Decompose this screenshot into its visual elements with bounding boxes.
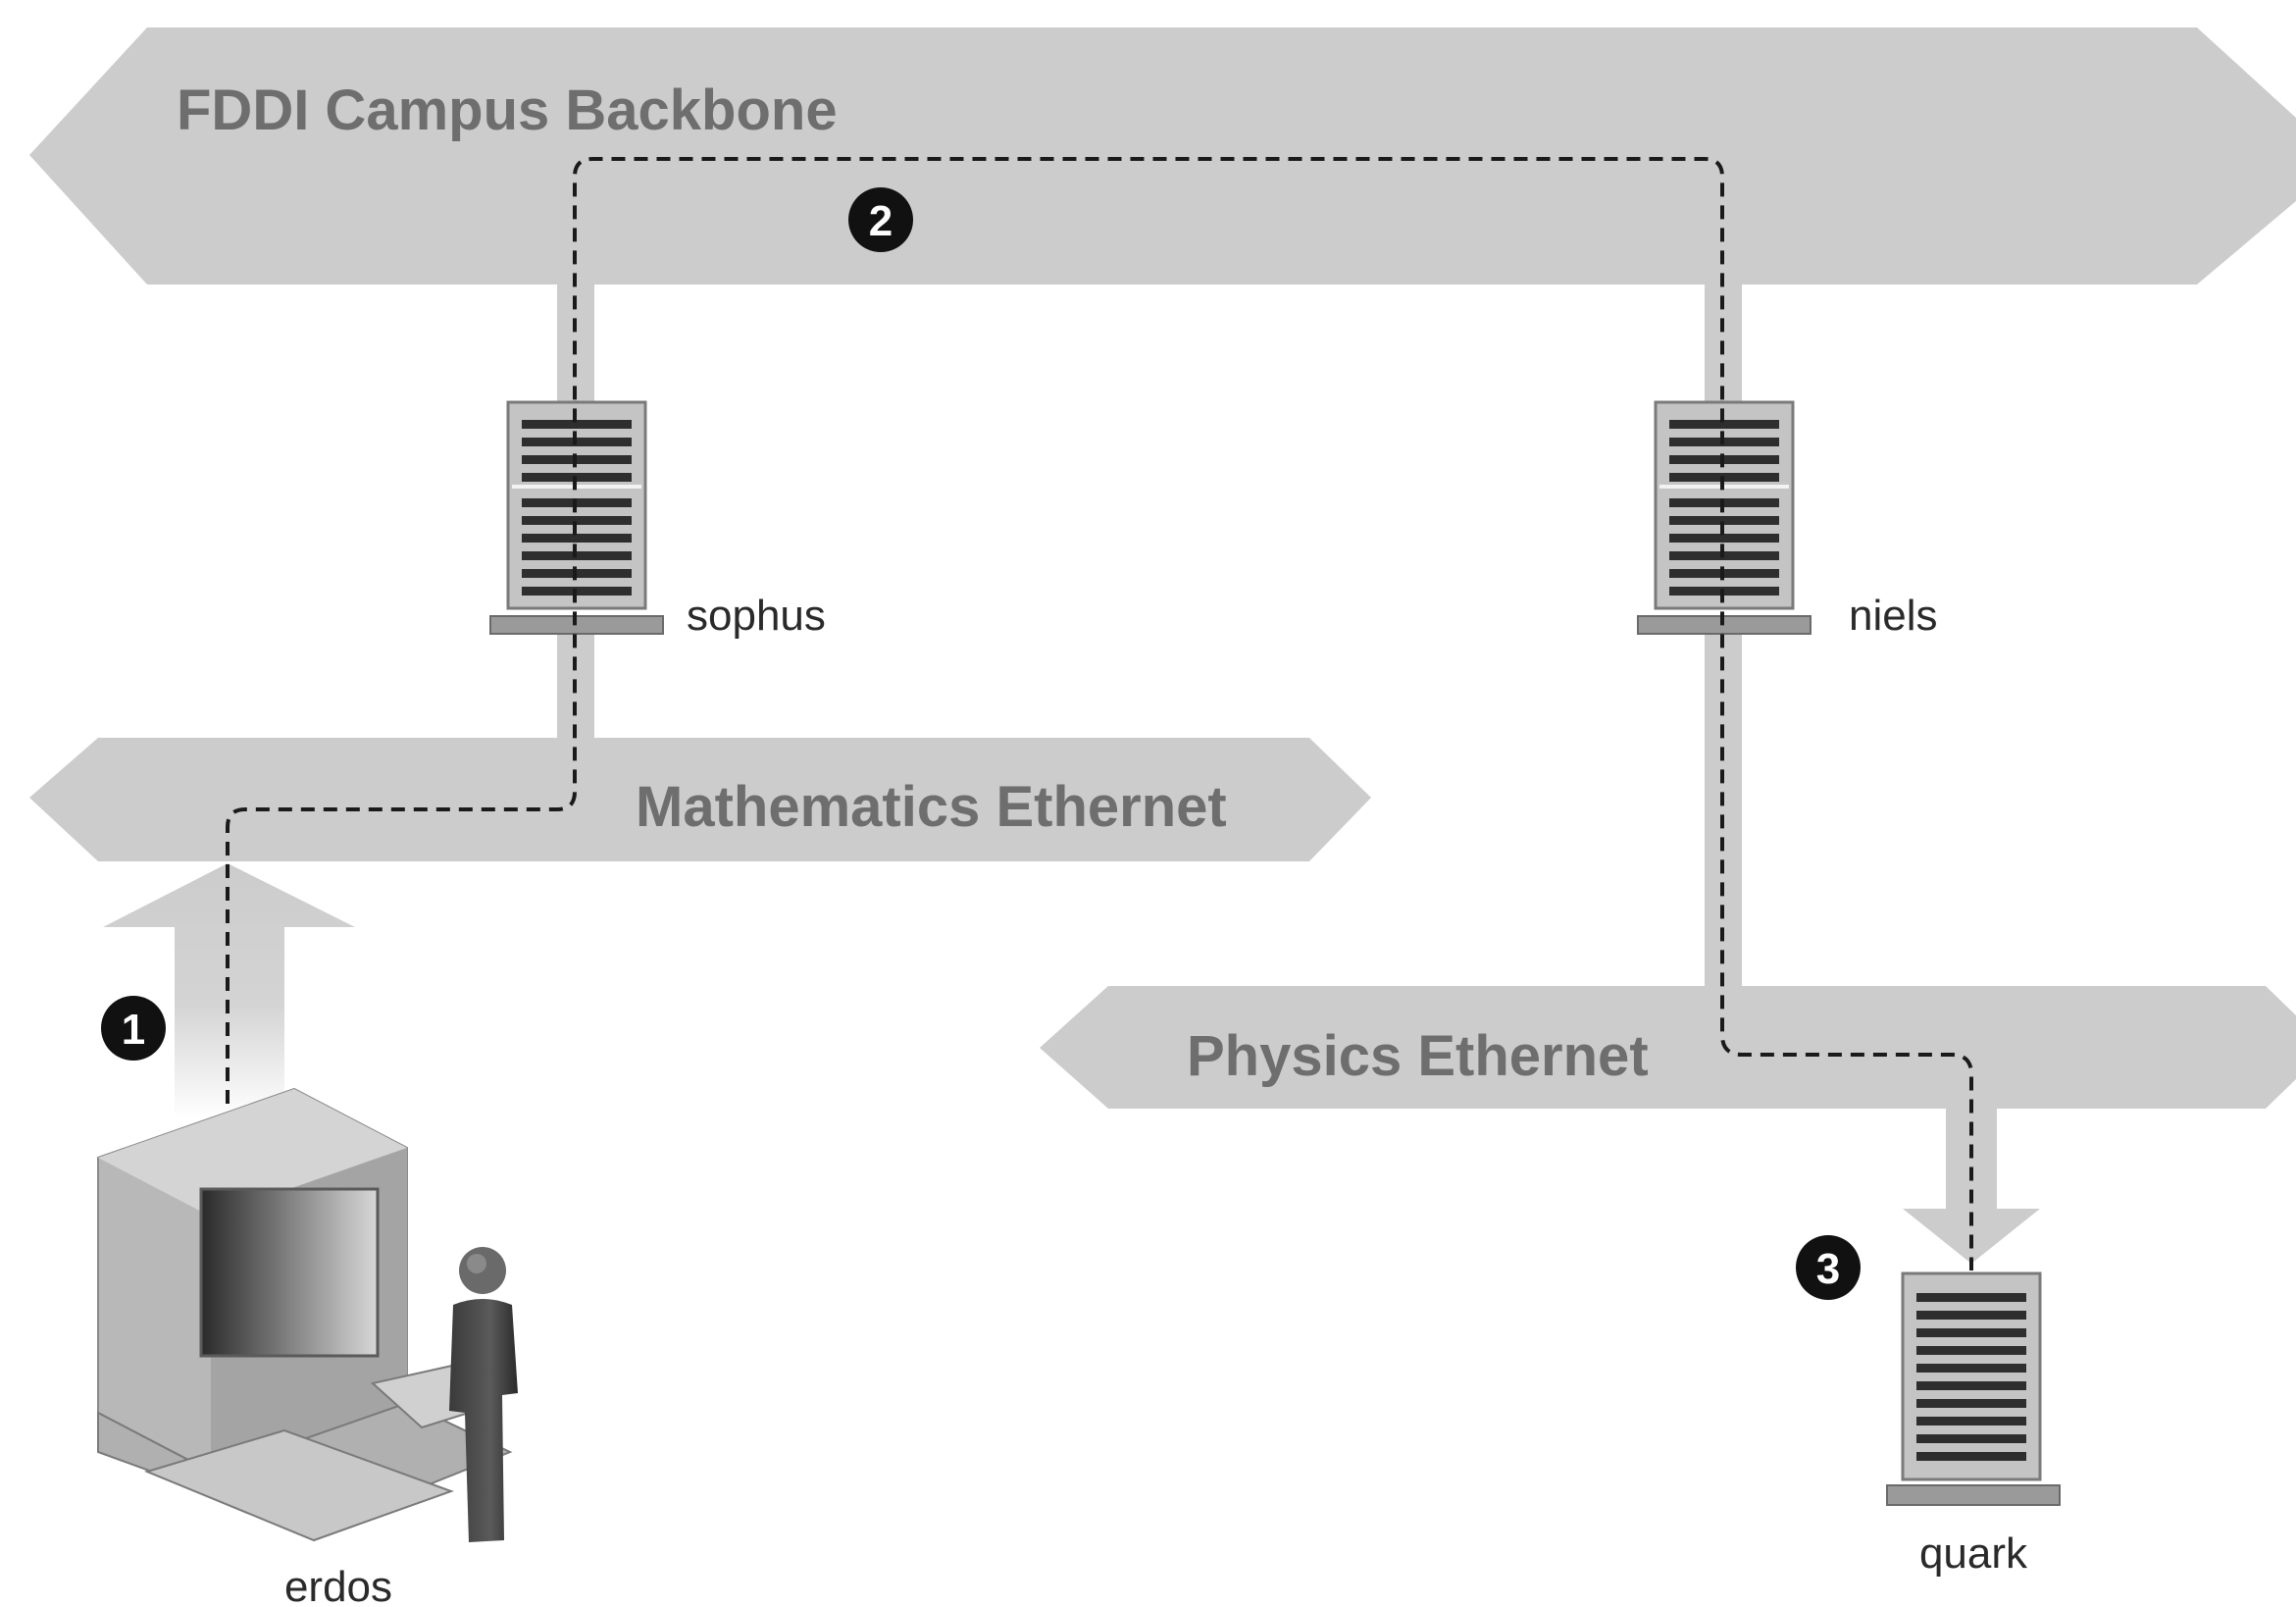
- quark-inbound-arrow: [1903, 1107, 2040, 1264]
- computer-workstation-icon: [97, 1087, 513, 1542]
- step-badge-3: 3: [1796, 1235, 1861, 1300]
- svg-text:2: 2: [869, 197, 893, 245]
- step-badge-2: 2: [848, 187, 913, 252]
- sophus-label: sophus: [687, 592, 826, 640]
- erdos-label: erdos: [284, 1563, 392, 1607]
- server-tower-icon: [1886, 1271, 2061, 1506]
- math-ethernet-label: Mathematics Ethernet: [636, 775, 1227, 839]
- fddi-backbone-band: [29, 27, 2296, 285]
- niels-label: niels: [1849, 592, 1938, 640]
- step-badge-1: 1: [101, 996, 166, 1061]
- mathematics-ethernet-band: [29, 738, 1371, 861]
- physics-ethernet-label: Physics Ethernet: [1187, 1024, 1649, 1088]
- person-icon: [449, 1247, 518, 1542]
- physics-ethernet-band: [1040, 986, 2296, 1109]
- svg-text:3: 3: [1816, 1245, 1840, 1293]
- quark-label: quark: [1919, 1529, 2028, 1578]
- svg-text:1: 1: [122, 1006, 145, 1054]
- backbone-label: FDDI Campus Backbone: [177, 78, 838, 142]
